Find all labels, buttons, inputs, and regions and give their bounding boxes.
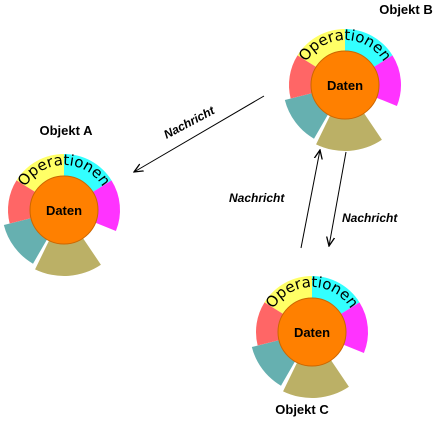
message-arrow-b-to-a — [134, 95, 265, 172]
object-c-data-core — [277, 297, 347, 367]
object-c: Daten Operationen — [251, 273, 368, 399]
object-a-data-label: Daten — [46, 203, 82, 218]
object-b-data-label: Daten — [327, 78, 363, 93]
object-a-segment-olive — [35, 233, 101, 277]
object-b-data-core — [310, 50, 380, 120]
object-b-segment-yellow — [297, 29, 345, 71]
object-b: Daten Operationen — [284, 26, 401, 152]
object-c-segment-cyan — [312, 276, 360, 318]
message-arrow-c-to-b — [300, 150, 320, 249]
message-label-b-to-a: Nachricht — [161, 103, 217, 142]
object-c-segment-yellow — [264, 276, 312, 318]
object-c-title: Objekt C — [275, 402, 329, 417]
object-c-data-label: Daten — [294, 325, 330, 340]
message-arrow-b-to-c — [329, 151, 347, 246]
object-b-title: Objekt B — [379, 2, 432, 17]
object-c-segment-olive — [283, 355, 349, 399]
object-b-segment-cyan — [345, 29, 393, 71]
object-a-title: Objekt A — [40, 123, 94, 138]
object-a-segment-cyan — [64, 154, 112, 196]
object-a: Daten Operationen — [3, 151, 120, 277]
message-label-c-to-b: Nachricht — [229, 191, 285, 205]
object-a-segment-yellow — [16, 154, 64, 196]
object-b-segment-olive — [316, 108, 382, 152]
object-a-data-core — [29, 175, 99, 245]
message-label-b-to-c: Nachricht — [342, 211, 398, 225]
